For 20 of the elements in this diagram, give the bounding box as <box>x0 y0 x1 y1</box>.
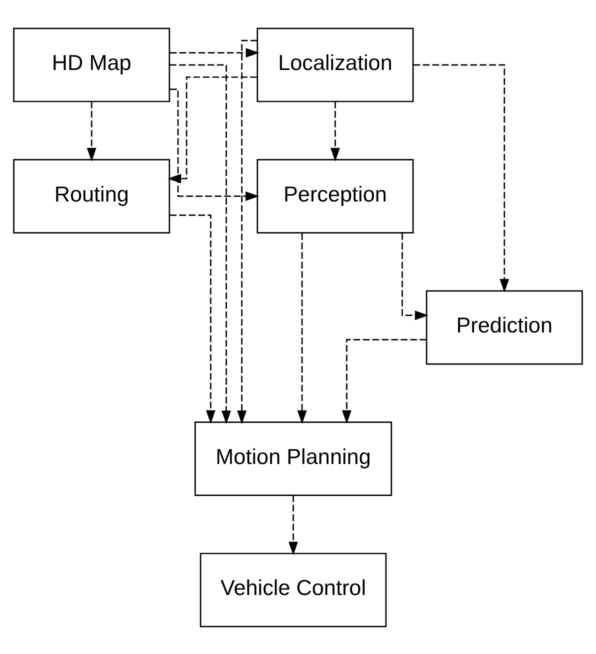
arrow <box>402 232 428 320</box>
node-box: Motion Planning <box>194 421 392 496</box>
arrow <box>170 88 260 200</box>
arrow <box>330 101 340 161</box>
arrow <box>170 48 260 58</box>
node-box: Routing <box>13 158 170 233</box>
arrow <box>170 214 216 424</box>
arrow <box>237 39 258 424</box>
arrow <box>170 64 232 424</box>
node-box: Localization <box>256 27 414 102</box>
node-box: Prediction <box>426 290 583 364</box>
arrow <box>288 494 298 555</box>
arrow <box>413 64 510 292</box>
arrow <box>342 338 426 424</box>
arrow <box>86 101 96 161</box>
node-box: Perception <box>256 158 414 233</box>
arrow <box>168 76 257 183</box>
node-box: Vehicle Control <box>200 552 387 627</box>
node-box: HD Map <box>13 27 170 102</box>
arrow <box>297 232 307 424</box>
